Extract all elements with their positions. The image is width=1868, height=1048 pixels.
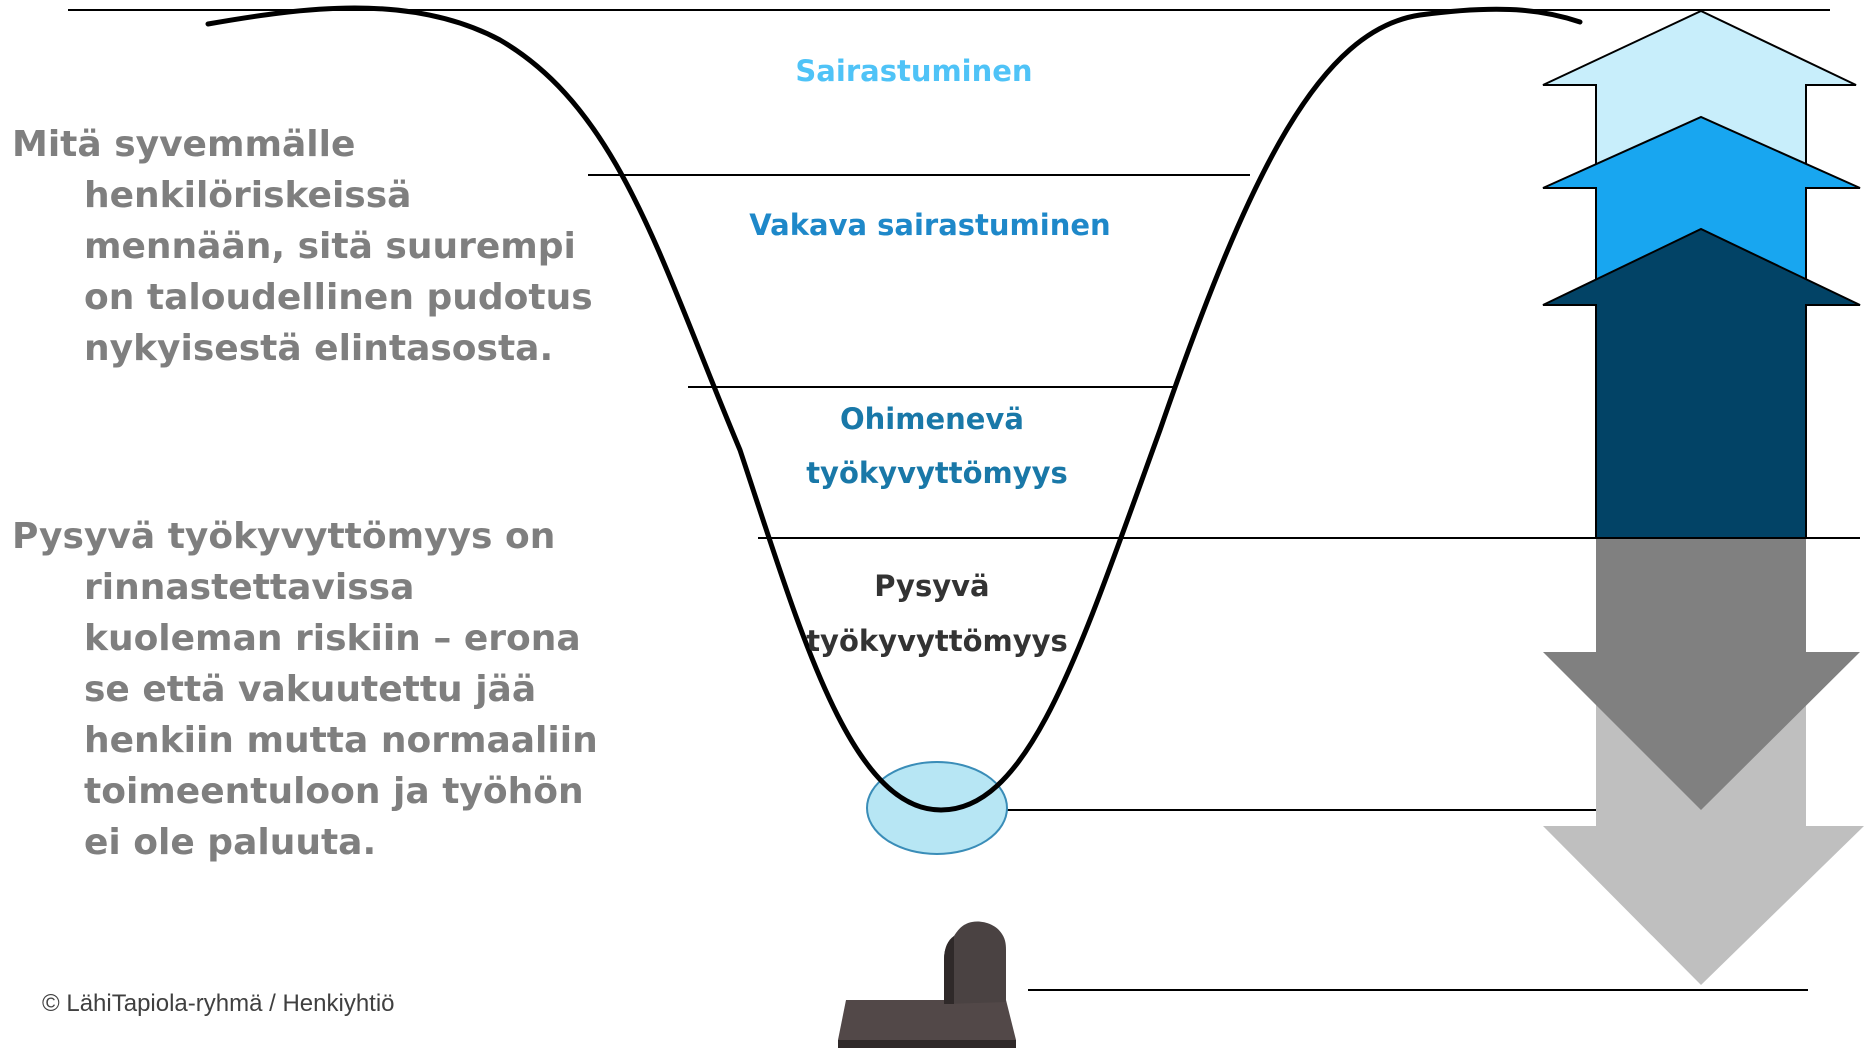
down-arrows [1543, 538, 1864, 985]
explanation-paragraph-permanent-disability: Pysyvä työkyvyttömyys on rinnastettaviss… [12, 516, 598, 863]
level-label-vakava-line: Vakava sairastuminen [749, 208, 1110, 242]
tombstone-stone-shade [944, 936, 954, 1004]
level-label-pysyva: Pysyvä työkyvyttömyys [806, 569, 1068, 658]
tombstone-stone [944, 921, 1006, 1004]
level-label-ohimeneva: Ohimenevä työkyvyttömyys [806, 402, 1068, 490]
level-label-ohimeneva-line-2: työkyvyttömyys [806, 456, 1068, 490]
down-arrow-dark [1543, 538, 1860, 810]
down-arrow-light [1543, 660, 1864, 985]
level-label-sairastuminen: Sairastuminen [795, 54, 1032, 88]
level-label-ohimeneva-line-1: Ohimenevä [840, 402, 1024, 436]
level-label-pysyva-line-2: työkyvyttömyys [806, 624, 1068, 658]
up-arrow-dark [1542, 227, 1861, 539]
level-label-pysyva-line-1: Pysyvä [874, 569, 989, 603]
tombstone-icon [838, 921, 1016, 1048]
copyright-notice: © LähiTapiola-ryhmä / Henkiyhtiö [42, 990, 395, 1017]
dip-curve [205, 5, 1583, 813]
up-arrows [1542, 9, 1861, 539]
level-label-vakava: Vakava sairastuminen [749, 208, 1110, 242]
explanation-paragraph-depth: Mitä syvemmälle henkilöriskeissä mennään… [12, 124, 593, 369]
tombstone-slab-edge [838, 1040, 1016, 1048]
tombstone-slab [838, 1000, 1016, 1040]
level-label-sairastuminen-line: Sairastuminen [795, 54, 1032, 88]
up-arrow-mid [1542, 115, 1861, 291]
